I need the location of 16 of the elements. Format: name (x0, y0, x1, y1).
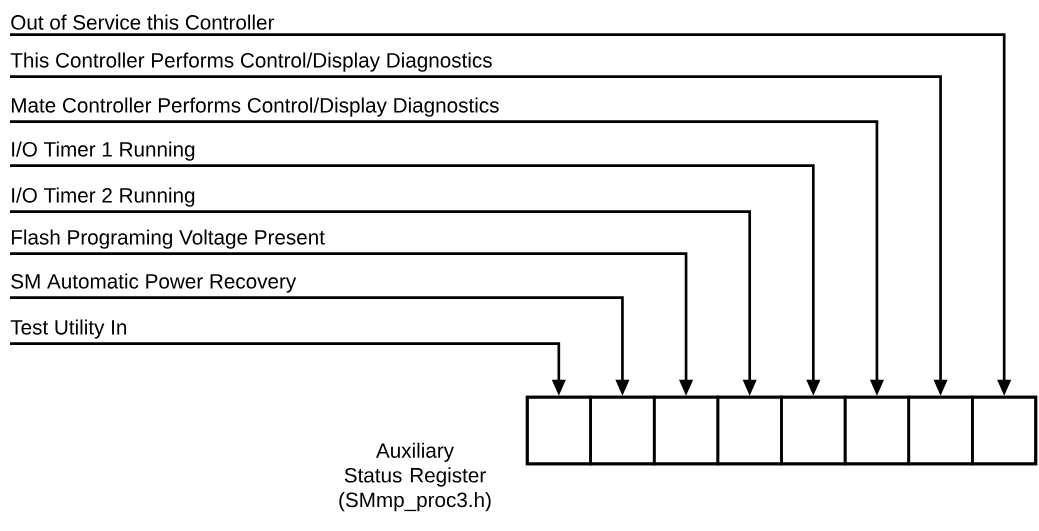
register-bit-cell (780, 395, 847, 466)
signal-label: Test Utility In (10, 319, 127, 339)
register-caption: Auxiliary Status Register (SMmp_proc3.h) (339, 442, 491, 512)
register-bit-cell (652, 395, 720, 466)
signal-label: Mate Controller Performs Control/Display Diagnostics (11, 97, 499, 117)
signal-label: Out of Service this Controller (11, 14, 275, 30)
signal-label: SM Automatic Power Recovery (11, 273, 297, 293)
signal-label: Flash Programing Voltage Present (11, 229, 325, 249)
signal-label: I/O Timer 2 Running (12, 187, 195, 207)
register-bit-cell (907, 395, 974, 466)
signal-label: I/O Timer 1 Running (12, 141, 195, 161)
register-bit-cell (589, 395, 656, 466)
register-bit-cell (716, 395, 783, 466)
register-bit-cell (525, 395, 592, 466)
register-bit-cell (971, 395, 1038, 466)
signal-label: This Controller Performs Control/Display Diagnostics (10, 52, 492, 72)
